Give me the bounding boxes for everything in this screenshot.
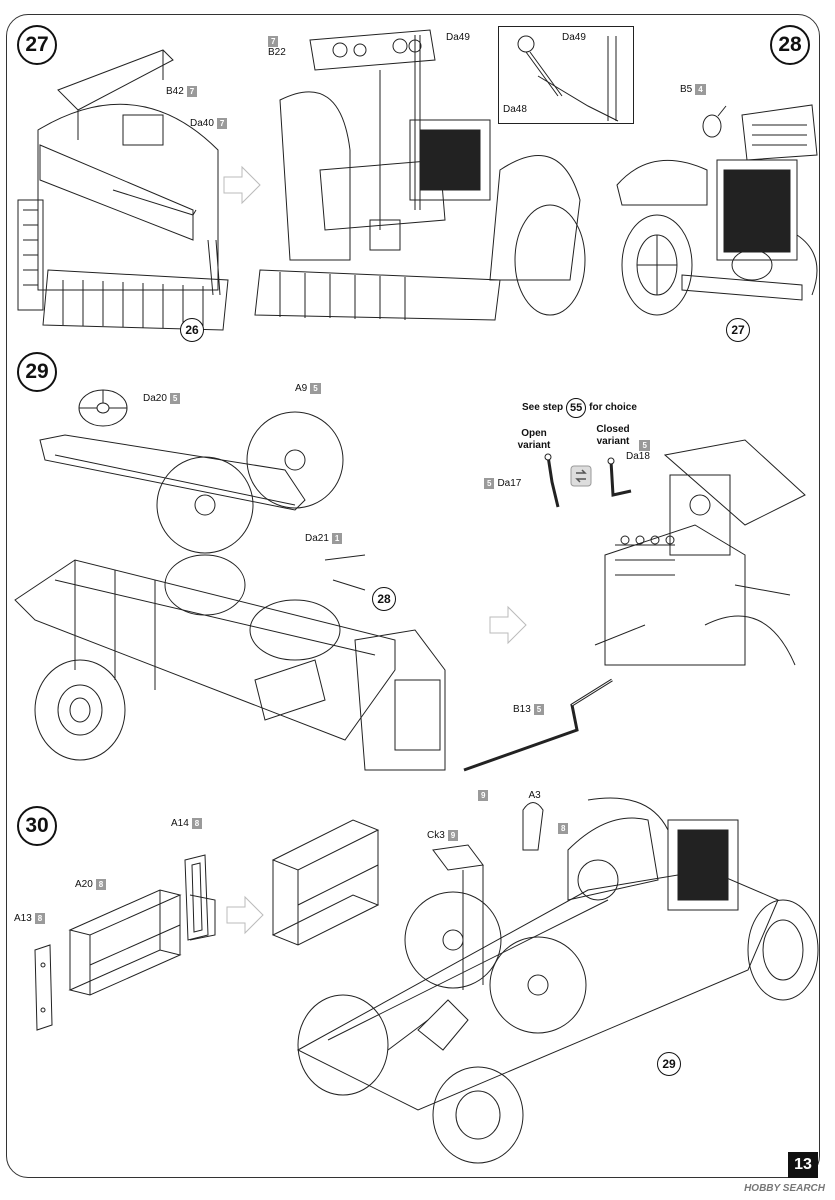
step30-bench-parts	[30, 840, 230, 1040]
lever-closed-part	[605, 455, 635, 505]
see-step-number: 55	[566, 398, 587, 418]
headlight-part	[700, 102, 730, 142]
step-number-28: 28	[770, 25, 810, 65]
arrow-27	[222, 165, 262, 205]
ref-step-29: 29	[657, 1052, 681, 1076]
lever-open-part	[540, 452, 570, 512]
step29-engine-illustration	[595, 435, 810, 675]
step-number-30: 30	[17, 806, 57, 846]
step-number-29: 29	[17, 352, 57, 392]
step27-illustration	[18, 30, 248, 340]
step27-main-illustration	[250, 30, 590, 320]
arrow-29	[488, 605, 528, 645]
step-number-27: 27	[17, 25, 57, 65]
page-frame	[6, 14, 820, 1178]
closed-variant-label: Closed variant	[596, 424, 630, 447]
callout-da49-b: Da49	[562, 32, 586, 43]
ref-step-27: 27	[726, 318, 750, 342]
swap-icon	[570, 465, 592, 487]
arrow-30	[225, 895, 265, 935]
step30-main-illustration	[268, 790, 813, 1165]
rod-b13	[462, 675, 622, 775]
ref-step-26: 26	[180, 318, 204, 342]
step28-illustration	[612, 85, 822, 325]
callout-da49-a: Da49	[446, 32, 470, 43]
detail-inset-box	[498, 26, 634, 124]
callout-a3-second-num: 8	[558, 823, 569, 834]
step29-illustration	[15, 380, 455, 780]
open-variant-label: Open variant	[517, 428, 551, 451]
ref-step-28: 28	[372, 587, 396, 611]
callout-da48: Da48	[503, 104, 527, 115]
watermark: HOBBY SEARCH	[744, 1183, 825, 1194]
page-number: 13	[788, 1152, 818, 1178]
